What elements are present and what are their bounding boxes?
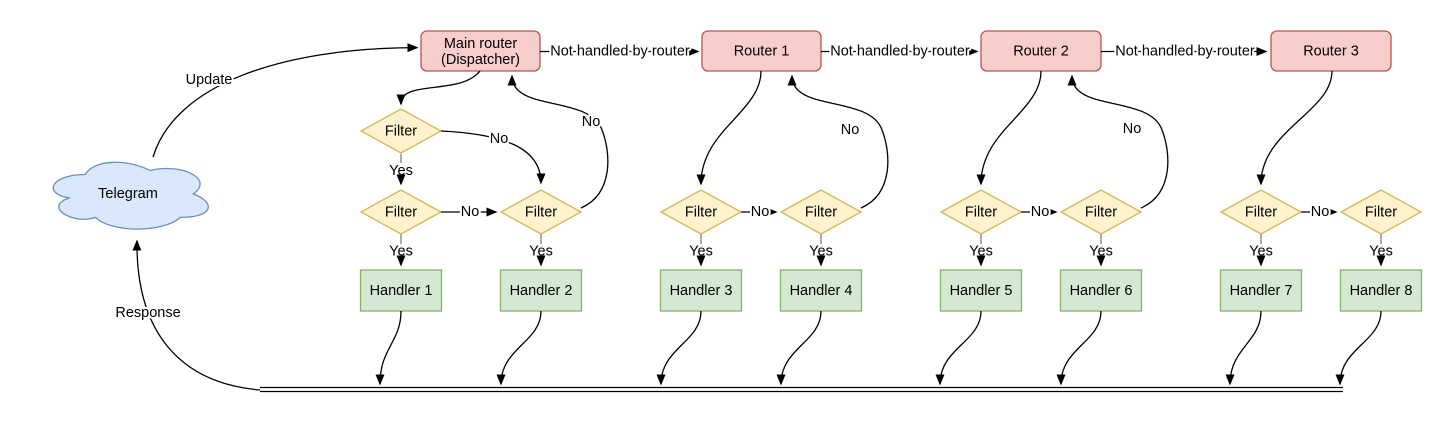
no-label: No <box>841 122 860 138</box>
router-1-node: Router 1 <box>701 30 822 72</box>
filter-row: Filter Filter Filter Filter Filter Filte… <box>359 189 1423 235</box>
yes-label: Yes <box>809 244 833 260</box>
telegram-cloud <box>52 161 209 230</box>
main-router-label-line1: Main router <box>444 36 518 52</box>
yes-label: Yes <box>389 163 413 179</box>
handler-box <box>1219 269 1303 312</box>
handler-box <box>779 269 863 312</box>
update-label: Update <box>186 72 233 88</box>
filter-label: Filter <box>685 205 717 221</box>
handler-box <box>659 269 743 312</box>
handler-output-edge <box>776 310 822 386</box>
telegram-label: Telegram <box>98 186 158 202</box>
no-return-edge-router1 <box>787 74 889 209</box>
no-edges-between-filters: No No No No <box>441 202 1338 222</box>
filter-main-top: Filter <box>359 108 443 154</box>
handler-output-edge <box>656 310 702 386</box>
response-edge <box>132 239 261 391</box>
no-label: No <box>1031 204 1050 220</box>
not-handled-label: Not handled by router <box>1115 44 1255 60</box>
response-label: Response <box>115 305 180 321</box>
router-label: Router 2 <box>1013 44 1069 60</box>
yes-label: Yes <box>529 244 553 260</box>
response-bus <box>260 386 1343 393</box>
handler-label: Handler 8 <box>1350 283 1413 299</box>
handler-box <box>1339 269 1423 312</box>
yes-label: Yes <box>1369 244 1393 260</box>
handler-output-edge <box>935 310 982 386</box>
main-router-node: Main router (Dispatcher) <box>420 30 541 72</box>
filter-diamond <box>499 189 583 235</box>
not-handled-edge-3: Not handled by router <box>1101 42 1268 62</box>
no-return-edge-main <box>507 74 609 209</box>
router-label: Router 3 <box>1303 44 1359 60</box>
filter-label: Filter <box>525 205 557 221</box>
filter-diamond <box>1059 189 1143 235</box>
handler-label: Handler 5 <box>950 283 1013 299</box>
handler-output-edge <box>1056 310 1102 386</box>
yes-connectors: Yes Yes Yes Yes Yes Yes Yes Yes <box>387 234 1395 267</box>
handler-label: Handler 1 <box>370 283 433 299</box>
filter-diamond <box>779 189 863 235</box>
no-label: No <box>1311 204 1330 220</box>
not-handled-label: Not handled by router <box>550 44 690 60</box>
filter-label: Filter <box>1085 205 1117 221</box>
router-2-node: Router 2 <box>980 30 1102 72</box>
router3-to-filter-edge <box>1256 70 1333 186</box>
filter-label: Filter <box>385 124 417 140</box>
handler-output-edges <box>375 310 1382 386</box>
handler-label: Handler 4 <box>790 283 853 299</box>
handler-box <box>939 269 1023 312</box>
no-label: No <box>490 131 509 147</box>
filter-label: Filter <box>1365 205 1397 221</box>
handler-row: Handler 1 Handler 2 Handler 3 Handler 4 … <box>359 269 1423 312</box>
handler-label: Handler 3 <box>670 283 733 299</box>
filter-label: Filter <box>805 205 837 221</box>
no-edge-top-filter <box>440 130 546 185</box>
router-3-node: Router 3 <box>1270 30 1392 72</box>
no-label: No <box>461 204 480 220</box>
main-to-filter-edge <box>396 70 481 106</box>
router2-to-filter-edge <box>976 70 1042 186</box>
router1-to-filter-edge <box>696 70 762 186</box>
not-handled-edge-1: Not handled by router <box>540 42 700 62</box>
not-handled-edge-2: Not handled by router <box>821 42 979 62</box>
handler-output-edge <box>496 310 542 386</box>
handler-box <box>499 269 583 312</box>
router-box <box>1270 30 1392 72</box>
yes-label: Yes <box>389 244 413 260</box>
update-edge <box>152 43 419 158</box>
no-return-edge-router2 <box>1067 74 1169 209</box>
handler-label: Handler 7 <box>1230 283 1293 299</box>
yes-label: Yes <box>1249 244 1273 260</box>
handler-output-edge <box>1335 310 1382 386</box>
handler-output-edge <box>1225 310 1262 386</box>
yes-label: Yes <box>969 244 993 260</box>
main-router-label-line2: (Dispatcher) <box>441 52 520 68</box>
no-label: No <box>582 114 601 130</box>
yes-label: Yes <box>1089 244 1113 260</box>
handler-label: Handler 2 <box>510 283 573 299</box>
router-label: Router 1 <box>734 44 790 60</box>
handler-output-edge <box>375 310 402 386</box>
handler-label: Handler 6 <box>1070 283 1133 299</box>
cloud-shape <box>52 161 209 230</box>
filter-diamond <box>1339 189 1423 235</box>
filter-label: Filter <box>385 205 417 221</box>
no-label: No <box>1123 121 1142 137</box>
no-label: No <box>751 204 770 220</box>
yes-label: Yes <box>689 244 713 260</box>
handler-box <box>1059 269 1143 312</box>
filter-label: Filter <box>1245 205 1277 221</box>
filter-label: Filter <box>965 205 997 221</box>
not-handled-label: Not handled by router <box>830 44 970 60</box>
